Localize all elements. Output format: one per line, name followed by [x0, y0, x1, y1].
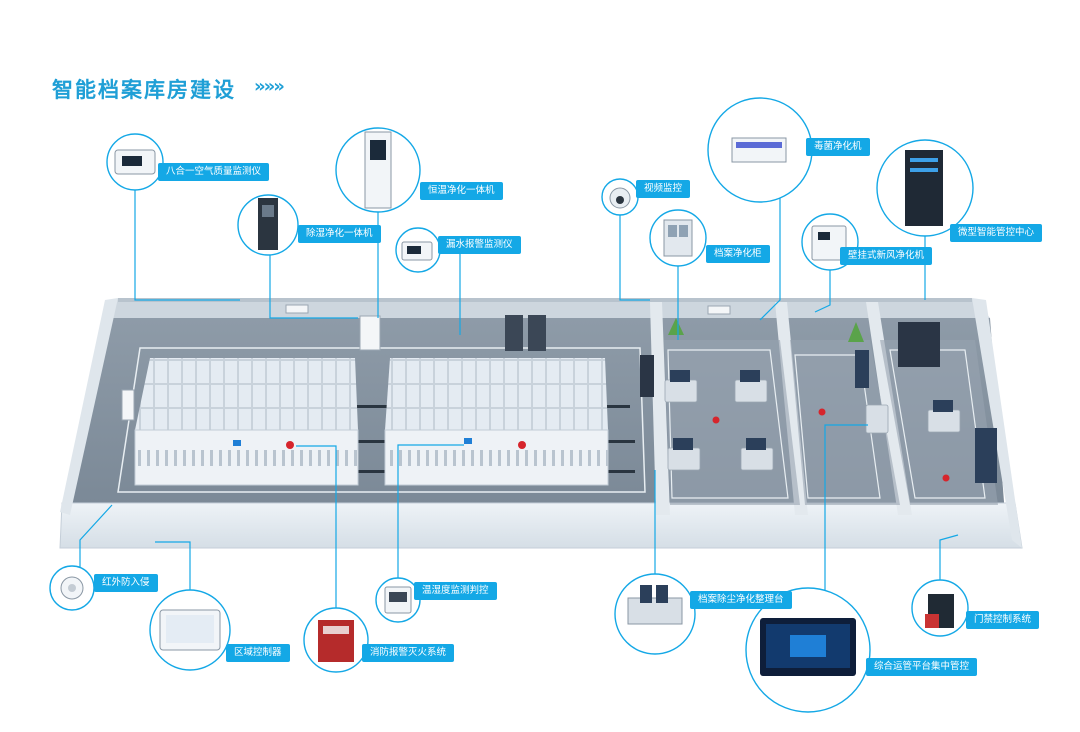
- constant-temperature-purifier-icon: [364, 131, 392, 209]
- partition-1: [650, 302, 670, 515]
- access-control-icon: [925, 594, 954, 628]
- label-wall-fresh-air: 壁挂式新风净化机: [840, 247, 933, 265]
- fire-alarm-panel-icon: [318, 620, 354, 662]
- label-disinfect-station: 档案除尘净化整理台: [690, 591, 792, 609]
- mobile-shelving-2: [384, 358, 609, 486]
- left-wall: [60, 298, 118, 515]
- label-purification-cabinet: 档案净化柜: [706, 245, 770, 263]
- touch-panel-icon: [159, 609, 221, 651]
- dehumidifier-purifier-icon: [258, 198, 278, 250]
- mobile-shelving-1: [134, 358, 359, 486]
- label-dehumidifier-purifier: 除湿净化一体机: [298, 225, 381, 243]
- right-wall: [972, 298, 1022, 548]
- label-video-surveillance: 视频监控: [636, 180, 691, 198]
- front-wall: [59, 502, 1023, 549]
- virus-purifier-icon: [731, 137, 787, 163]
- workstation-icon: [627, 585, 683, 625]
- label-fire-alarm: 消防报警灭火系统: [362, 644, 455, 662]
- label-virus-purifier: 毒菌净化机: [806, 138, 870, 156]
- label-temp-humidity: 温湿度监测判控: [414, 582, 497, 600]
- dashboard-screen-icon: [760, 618, 856, 676]
- partition-2: [775, 302, 808, 515]
- thermo-hygrometer-icon: [384, 586, 412, 614]
- server-rack-icon: [905, 150, 943, 226]
- label-constant-temp-purifier: 恒温净化一体机: [420, 182, 503, 200]
- label-area-controller: 区域控制器: [226, 644, 290, 662]
- infrared-sensor-icon: [60, 576, 84, 600]
- water-leak-sensor-icon: [401, 241, 433, 261]
- label-air-quality-monitor: 八合一空气质量监测仪: [158, 163, 270, 181]
- title-arrow-icon: »»»: [254, 76, 285, 97]
- purification-cabinet-icon: [663, 219, 693, 257]
- wall-fresh-air-icon: [811, 225, 847, 261]
- label-infrared: 红外防入侵: [94, 574, 158, 592]
- partition-3: [866, 302, 912, 515]
- server-rack-in-room: [898, 322, 940, 367]
- air-quality-monitor-icon: [114, 149, 156, 175]
- page-title: 智能档案库房建设: [52, 78, 236, 102]
- label-access-control: 门禁控制系统: [966, 611, 1040, 629]
- back-wall: [105, 298, 990, 318]
- leader-lines: [79, 177, 959, 623]
- label-water-leak-sensor: 漏水报警监测仪: [438, 236, 521, 254]
- label-ops-platform: 综合运管平台集中管控: [866, 658, 978, 676]
- dome-camera-icon: [609, 187, 631, 209]
- label-control-center: 微型智能管控中心: [950, 224, 1043, 242]
